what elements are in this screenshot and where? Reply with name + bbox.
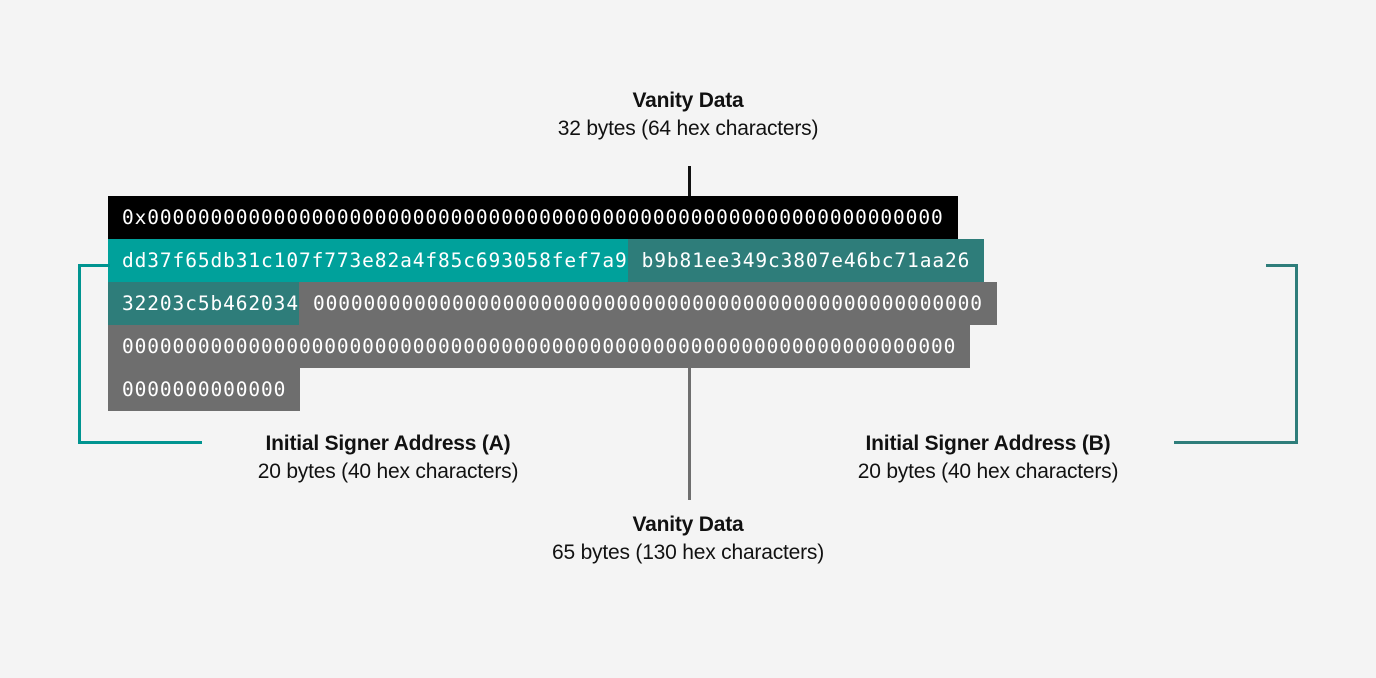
hex-segment-signer-address-b-part1: b9b81ee349c3807e46bc71aa26 [627,239,985,282]
hex-segment-vanity-prefix: 0x00000000000000000000000000000000000000… [108,196,958,239]
connector-line-vanity-bottom [688,368,691,500]
label-vanity-data-top-title: Vanity Data [632,89,744,112]
bracket-signer-b-top-arm [1266,264,1298,267]
bracket-signer-a-vertical [78,264,81,444]
label-vanity-data-bottom-title: Vanity Data [632,513,744,536]
bracket-signer-a-bottom-arm [78,441,202,444]
connector-line-vanity-top [688,166,691,196]
hex-data-block: 0x00000000000000000000000000000000000000… [108,196,1268,411]
label-vanity-data-bottom: Vanity Data 65 bytes (130 hex characters… [388,512,988,568]
hex-row: 0x00000000000000000000000000000000000000… [108,196,1268,239]
hex-segment-vanity-suffix-2: 0000000000000000000000000000000000000000… [108,325,971,368]
label-signer-address-b-title: Initial Signer Address (B) [865,432,1111,455]
label-signer-address-a-subtitle: 20 bytes (40 hex characters) [257,460,519,483]
label-vanity-data-bottom-subtitle: 65 bytes (130 hex characters) [551,541,824,564]
bracket-signer-b-vertical [1295,264,1298,444]
hex-row: 32203c5b462034 0000000000000000000000000… [108,282,1268,325]
hex-row: 0000000000000000000000000000000000000000… [108,325,1268,368]
hex-row: dd37f65db31c107f773e82a4f85c693058fef7a9… [108,239,1268,282]
label-signer-address-a: Initial Signer Address (A) 20 bytes (40 … [88,431,688,487]
label-vanity-data-top-subtitle: 32 bytes (64 hex characters) [557,117,819,140]
bracket-signer-b-bottom-arm [1174,441,1298,444]
label-signer-address-a-title: Initial Signer Address (A) [265,432,511,455]
bracket-signer-a-top-arm [78,264,110,267]
hex-row: 0000000000000 [108,368,1268,411]
hex-segment-vanity-suffix-3: 0000000000000 [108,368,301,411]
hex-segment-vanity-suffix-1: 0000000000000000000000000000000000000000… [298,282,997,325]
hex-segment-signer-address-a: dd37f65db31c107f773e82a4f85c693058fef7a9 [108,239,628,282]
label-vanity-data-top: Vanity Data 32 bytes (64 hex characters) [388,88,988,144]
label-signer-address-b-subtitle: 20 bytes (40 hex characters) [857,460,1119,483]
hex-segment-signer-address-b-part2: 32203c5b462034 [108,282,299,325]
label-signer-address-b: Initial Signer Address (B) 20 bytes (40 … [688,431,1288,487]
